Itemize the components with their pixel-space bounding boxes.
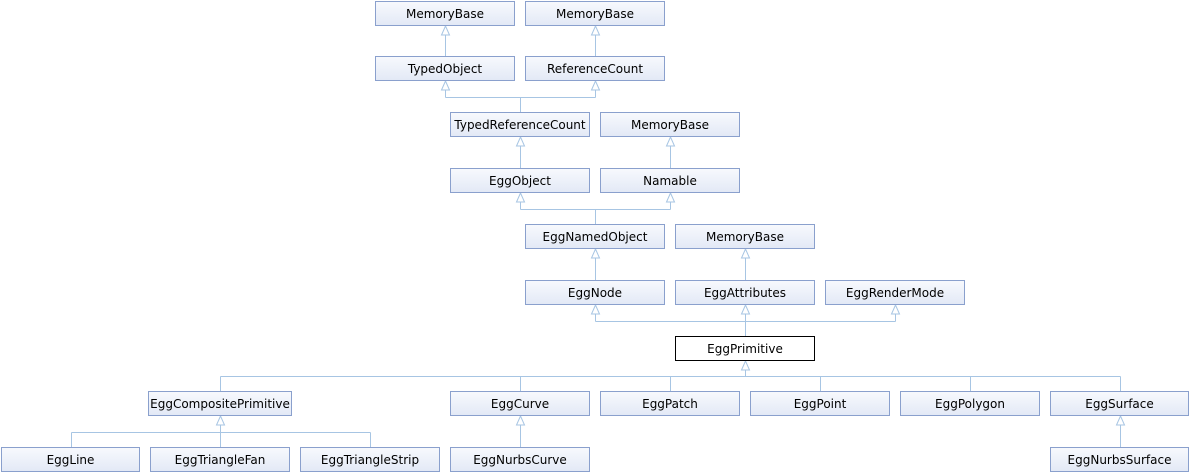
- edge-arrowhead: [890, 303, 901, 315]
- edge-arrowhead: [740, 359, 751, 371]
- edge-arrowhead: [515, 135, 526, 147]
- edge-arrowhead: [1115, 414, 1126, 426]
- edge-arrowhead: [665, 191, 676, 203]
- node-egg-primitive: EggPrimitive: [675, 336, 815, 361]
- node-egg-surface[interactable]: EggSurface: [1050, 391, 1189, 416]
- node-egg-node[interactable]: EggNode: [525, 280, 665, 305]
- node-typed-object[interactable]: TypedObject: [375, 56, 515, 81]
- node-egg-nurbs-curve[interactable]: EggNurbsCurve: [450, 447, 590, 472]
- node-egg-triangle-strip[interactable]: EggTriangleStrip: [300, 447, 440, 472]
- edge-arrowhead: [590, 24, 601, 36]
- edge-arrowhead: [590, 247, 601, 259]
- node-egg-composite-primitive[interactable]: EggCompositePrimitive: [148, 391, 292, 416]
- node-egg-triangle-fan[interactable]: EggTriangleFan: [150, 447, 290, 472]
- node-egg-point[interactable]: EggPoint: [750, 391, 890, 416]
- edge-arrowhead: [440, 24, 451, 36]
- node-namable[interactable]: Namable: [600, 168, 740, 193]
- edge-arrowhead: [740, 247, 751, 259]
- node-egg-line[interactable]: EggLine: [1, 447, 140, 472]
- node-egg-attributes[interactable]: EggAttributes: [675, 280, 815, 305]
- edge-arrowhead: [665, 135, 676, 147]
- node-egg-patch[interactable]: EggPatch: [600, 391, 740, 416]
- node-egg-polygon[interactable]: EggPolygon: [900, 391, 1040, 416]
- edge-arrowhead: [515, 191, 526, 203]
- edge-arrowhead: [215, 414, 226, 426]
- node-typed-reference-count[interactable]: TypedReferenceCount: [450, 112, 590, 137]
- edge-arrowhead: [440, 79, 451, 91]
- edge-arrowhead: [740, 303, 751, 315]
- edge-arrowhead: [590, 79, 601, 91]
- node-egg-render-mode[interactable]: EggRenderMode: [825, 280, 965, 305]
- node-egg-curve[interactable]: EggCurve: [450, 391, 590, 416]
- node-memory-base-2[interactable]: MemoryBase: [525, 1, 665, 26]
- node-memory-base-4[interactable]: MemoryBase: [675, 224, 815, 249]
- node-reference-count[interactable]: ReferenceCount: [525, 56, 665, 81]
- node-egg-named-object[interactable]: EggNamedObject: [525, 224, 665, 249]
- node-egg-nurbs-surface[interactable]: EggNurbsSurface: [1050, 447, 1189, 472]
- edge-arrowhead: [590, 303, 601, 315]
- node-egg-object[interactable]: EggObject: [450, 168, 590, 193]
- node-memory-base-3[interactable]: MemoryBase: [600, 112, 740, 137]
- edge-arrowhead: [515, 414, 526, 426]
- node-memory-base-1[interactable]: MemoryBase: [375, 1, 515, 26]
